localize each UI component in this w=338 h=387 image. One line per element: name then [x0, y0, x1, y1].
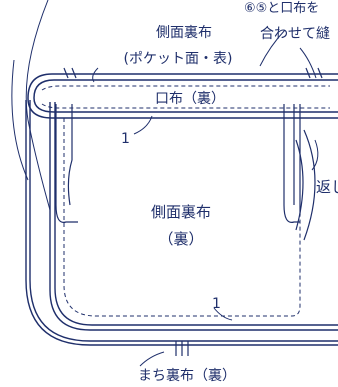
gusset-lining-outline [25, 100, 338, 346]
left-band [55, 104, 78, 223]
side-lining-pocket-label: 側面裏布 [156, 24, 212, 41]
side-lining-center-label: 側面裏布 [151, 203, 211, 221]
return-opening-seam [295, 129, 316, 241]
step-note-line1: ⑥⑤と口布を [244, 1, 319, 16]
return-opening-label: 返し [316, 178, 338, 196]
gusset-lining-label: まち裏布（裏） [138, 367, 236, 384]
seam-line-body [63, 118, 301, 317]
seam-number-bottom: 1 [212, 296, 221, 312]
opening-cloth-band [27, 73, 338, 119]
opening-cloth-stitching [41, 85, 330, 109]
right-band [283, 104, 301, 223]
seam-number-top: 1 [121, 131, 130, 147]
side-lining-outline [49, 102, 338, 331]
leader-lines [11, 0, 319, 367]
opening-cloth-label: 口布（裏） [155, 90, 225, 107]
side-lining-pocket-note: (ポケット面・表) [124, 51, 233, 67]
band-end-marks [63, 67, 323, 79]
gusset-center-stitch [175, 341, 189, 356]
side-lining-center-note: （裏） [158, 230, 203, 248]
step-note-line2: 合わせて縫 [260, 26, 330, 42]
